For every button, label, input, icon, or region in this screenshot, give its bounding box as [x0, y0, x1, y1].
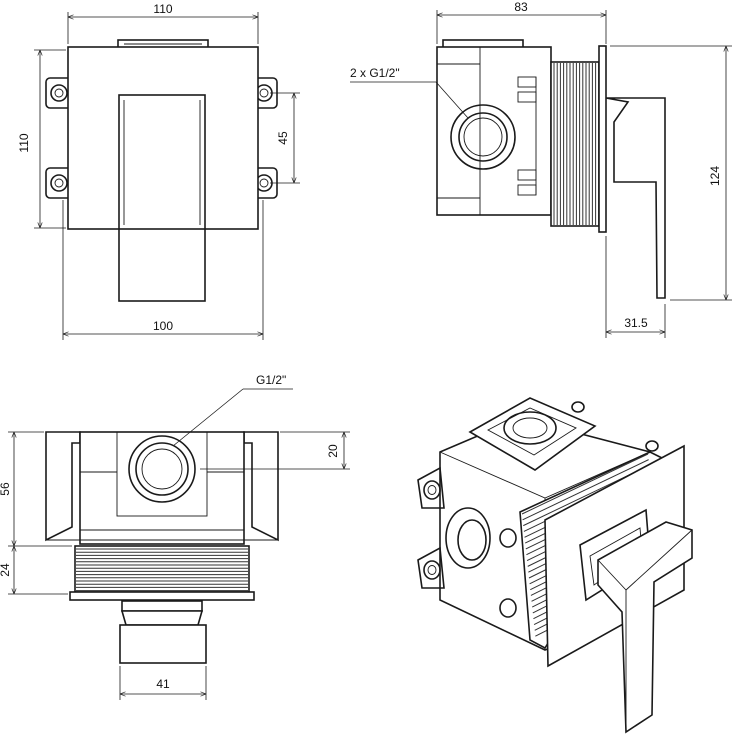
- bottom-handle-neck: [120, 610, 204, 626]
- label-side-thread: 2 x G1/2": [350, 66, 400, 80]
- iso-top-square: [468, 397, 597, 471]
- dim-bottom-offset-20: 20: [326, 444, 340, 458]
- side-thread-lines: [553, 63, 600, 225]
- bottom-view: 56 24 20 41 G1/2": [0, 373, 350, 700]
- dim-bottom-height-56: 56: [0, 482, 12, 496]
- bottom-cover-plate: [69, 591, 255, 601]
- bottom-handle: [119, 624, 207, 664]
- front-handle: [118, 94, 206, 302]
- front-cover-plate: [67, 46, 259, 230]
- side-cover-plate: [598, 45, 607, 233]
- bottom-thread-lines: [76, 548, 248, 592]
- dim-bottom-height-24: 24: [0, 563, 12, 577]
- dim-front-width-top: 110: [153, 2, 172, 16]
- front-view: 110 110 45 100: [17, 2, 300, 340]
- iso-ear-left-top: [417, 466, 445, 509]
- front-ear-hole-top-left: [50, 84, 68, 102]
- thread-line: [521, 453, 649, 515]
- bottom-inlet-port: [128, 435, 196, 503]
- iso-top-port: [503, 411, 557, 445]
- dim-side-plate-offset: 31.5: [624, 316, 648, 330]
- iso-handle: [597, 521, 693, 734]
- side-inlet-port: [450, 104, 516, 170]
- side-view: 83 124 31.5 2 x G1/2": [350, 0, 732, 338]
- isometric-view: [417, 397, 693, 734]
- side-body: [436, 46, 552, 216]
- bottom-flange-right: [243, 431, 279, 542]
- dim-side-depth-top: 83: [514, 0, 528, 14]
- dim-front-hole-spacing: 45: [276, 131, 290, 145]
- bottom-body: [79, 431, 245, 545]
- side-handle: [605, 97, 666, 299]
- thread-line: [522, 459, 649, 521]
- bottom-flange-left: [45, 431, 81, 542]
- dim-side-height-right: 124: [708, 166, 722, 186]
- dim-front-height-left: 110: [17, 133, 31, 152]
- label-bottom-thread: G1/2": [256, 373, 286, 387]
- dim-bottom-width-41: 41: [156, 677, 170, 691]
- bottom-thread-band: [74, 545, 250, 593]
- iso-ear-left-bottom: [417, 546, 445, 589]
- front-ear-hole-bottom-left: [50, 174, 68, 192]
- iso-side-port: [445, 507, 491, 569]
- dim-front-width-bottom: 100: [153, 319, 173, 333]
- side-thread-band: [550, 61, 600, 227]
